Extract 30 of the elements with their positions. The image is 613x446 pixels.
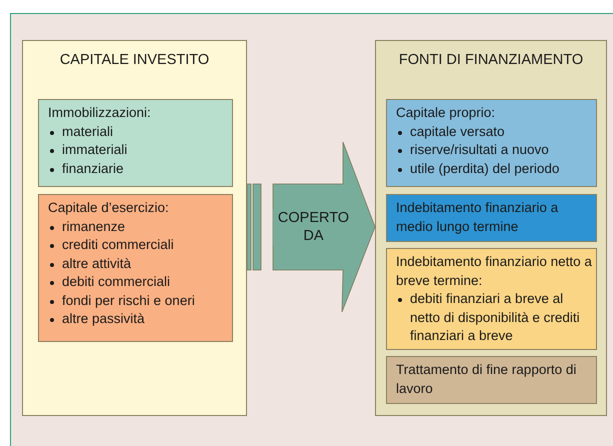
bullet-item: finanziarie <box>48 160 228 178</box>
bullet-item: altre passività <box>48 310 228 328</box>
category-box <box>38 99 233 187</box>
box-heading: Indebitamento finanziario netto a breve termine: <box>396 253 592 290</box>
group-box <box>375 40 607 416</box>
category-box <box>386 99 597 187</box>
group-heading: CAPITALE INVESTITO <box>58 51 210 69</box>
category-box <box>38 194 233 342</box>
box-heading: Capitale proprio: <box>396 104 496 122</box>
bullet-item: fondi per rischi e oneri <box>48 292 228 310</box>
bullet-item: capitale versato <box>396 122 592 141</box>
group-box <box>22 40 247 416</box>
box-heading: Immobilizzazioni: <box>48 104 152 122</box>
bullet-item: rimanenze <box>48 218 228 236</box>
category-box <box>386 194 597 242</box>
box-heading: Indebitamento finanziario a medio lungo termine <box>396 199 560 236</box>
bullet-item: debiti finanziari a breve al netto di disponibilità e crediti finanziari a breve <box>396 290 592 346</box>
box-heading: Trattamento di fine rapporto di lavoro <box>396 361 578 398</box>
box-heading: Capitale d’esercizio: <box>48 199 170 217</box>
group-heading: FONTI DI FINANZIAMENTO <box>398 51 584 69</box>
bullet-item: utile (perdita) del periodo <box>396 160 592 178</box>
bullet-item: altre attività <box>48 254 228 273</box>
bullet-item: crediti commerciali <box>48 236 228 254</box>
bullet-item: riserve/risultati a nuovo <box>396 141 592 160</box>
category-box <box>386 356 597 404</box>
category-box <box>386 248 597 350</box>
bullet-item: materiali <box>48 122 228 141</box>
bullet-item: immateriali <box>48 141 228 160</box>
block-arrow <box>246 142 376 312</box>
bullet-item: debiti commerciali <box>48 273 228 292</box>
